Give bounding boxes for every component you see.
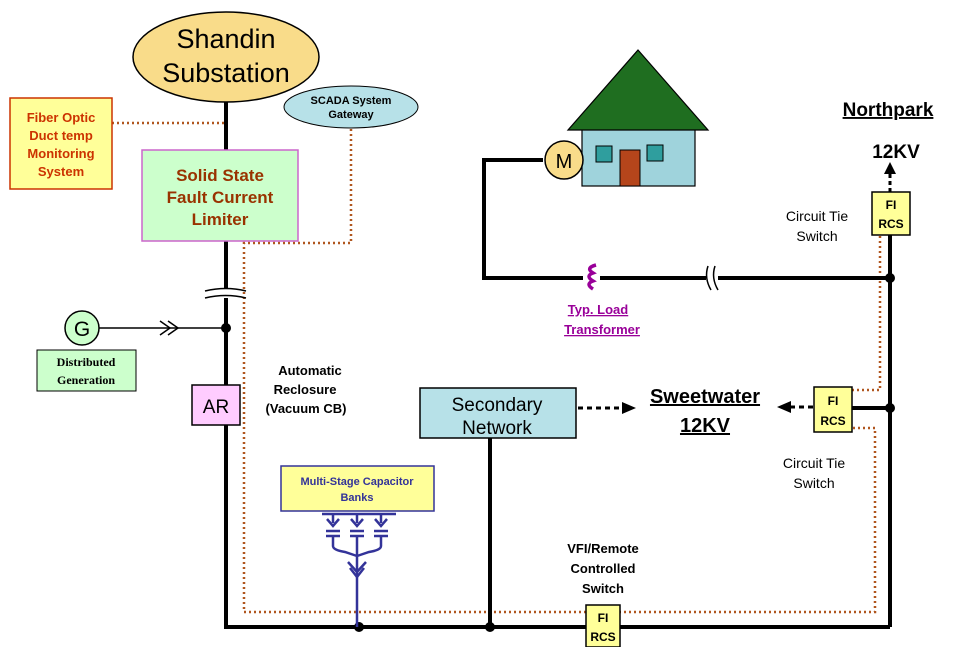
arrow-left-icon bbox=[777, 401, 791, 413]
vfi-label-2: Controlled bbox=[571, 561, 636, 576]
recloser-label-3: (Vacuum CB) bbox=[266, 401, 347, 416]
meter-symbol: M bbox=[556, 151, 573, 173]
scada-ellipse bbox=[283, 85, 419, 129]
break-symbol-lateral bbox=[705, 265, 719, 291]
tie-switch-top-box bbox=[871, 191, 911, 236]
fiber-optic-label-4: System bbox=[38, 164, 84, 179]
vfi-switch-rcs: RCS bbox=[590, 630, 615, 644]
fiber-optic-box bbox=[9, 97, 113, 190]
recloser-label-1: Automatic bbox=[278, 363, 342, 378]
recloser-symbol: AR bbox=[203, 397, 229, 418]
capacitor-label-2: Banks bbox=[340, 492, 373, 504]
generator-icon bbox=[64, 310, 100, 346]
feeder-lines bbox=[224, 92, 892, 629]
meter-icon bbox=[544, 140, 584, 180]
arrow-right-icon bbox=[622, 402, 636, 414]
secondary-network-label-2: Network bbox=[462, 418, 532, 439]
fiber-optic-label-2: Duct temp bbox=[29, 128, 93, 143]
tie-switch-top-label-1: Circuit Tie bbox=[786, 208, 848, 224]
arrow-up-icon bbox=[884, 162, 896, 174]
scada-dotted-loop bbox=[242, 124, 877, 614]
window-icon bbox=[646, 144, 664, 162]
tie-switch-top-rcs: RCS bbox=[878, 217, 903, 231]
scada-dotted-to-tie bbox=[852, 235, 882, 392]
fault-limiter-box bbox=[141, 149, 299, 242]
northpark-label-2: 12KV bbox=[872, 142, 920, 163]
fault-limiter-label-3: Limiter bbox=[192, 210, 249, 229]
feeder-bottom bbox=[224, 425, 586, 629]
sweetwater-label-2: 12KV bbox=[680, 415, 731, 437]
tie-switch-top-fi: FI bbox=[886, 198, 897, 212]
tie-switch-mid-box bbox=[813, 386, 853, 433]
communication-lines bbox=[112, 121, 882, 614]
lateral-left bbox=[482, 158, 583, 280]
generator-symbol: G bbox=[74, 318, 90, 341]
fault-limiter-label-2: Fault Current bbox=[167, 188, 274, 207]
tie-switch-mid-label-2: Switch bbox=[793, 475, 834, 491]
scada-label-2: Gateway bbox=[328, 109, 374, 121]
break-symbol bbox=[204, 287, 247, 299]
tie-switch-mid-label-1: Circuit Tie bbox=[783, 455, 845, 471]
recloser-box bbox=[191, 384, 241, 426]
transformer-icon bbox=[587, 263, 597, 291]
door-icon bbox=[619, 149, 641, 187]
substation-title-1: Shandin bbox=[176, 24, 275, 54]
capacitor-bank-icon bbox=[322, 512, 396, 627]
capacitor-label-box bbox=[280, 465, 435, 512]
secondary-network-label-1: Secondary bbox=[452, 395, 543, 416]
window-icon bbox=[595, 145, 613, 163]
connector-arrow-icon bbox=[159, 320, 180, 336]
tie-switch-top-label-2: Switch bbox=[796, 228, 837, 244]
recloser-label-2: Reclosure bbox=[274, 382, 337, 397]
secondary-network-box bbox=[419, 387, 577, 439]
substation-ellipse bbox=[132, 11, 320, 103]
sweetwater-label-1: Sweetwater bbox=[650, 386, 760, 408]
tie-switch-mid-rcs: RCS bbox=[820, 414, 845, 428]
generation-label-2: Generation bbox=[57, 373, 115, 387]
capacitor-label-1: Multi-Stage Capacitor bbox=[300, 476, 414, 488]
vfi-switch-fi: FI bbox=[598, 611, 609, 625]
transformer-label-1: Typ. Load bbox=[568, 302, 628, 317]
substation-title-2: Substation bbox=[162, 58, 290, 88]
northpark-label-1: Northpark bbox=[843, 100, 934, 121]
house-icon bbox=[566, 49, 710, 187]
vfi-switch-box bbox=[585, 604, 621, 647]
scada-label-1: SCADA System bbox=[311, 95, 392, 107]
transformer-label-2: Transformer bbox=[564, 322, 640, 337]
vfi-label-1: VFI/Remote bbox=[567, 541, 639, 556]
fiber-optic-label-3: Monitoring bbox=[27, 146, 94, 161]
tie-switch-mid-fi: FI bbox=[828, 394, 839, 408]
vfi-label-3: Switch bbox=[582, 581, 624, 596]
fault-limiter-label-1: Solid State bbox=[176, 166, 264, 185]
generation-label-box bbox=[36, 349, 137, 392]
junction-dots bbox=[221, 273, 895, 632]
fiber-optic-label-1: Fiber Optic bbox=[27, 110, 96, 125]
generation-label-1: Distributed bbox=[57, 355, 116, 369]
